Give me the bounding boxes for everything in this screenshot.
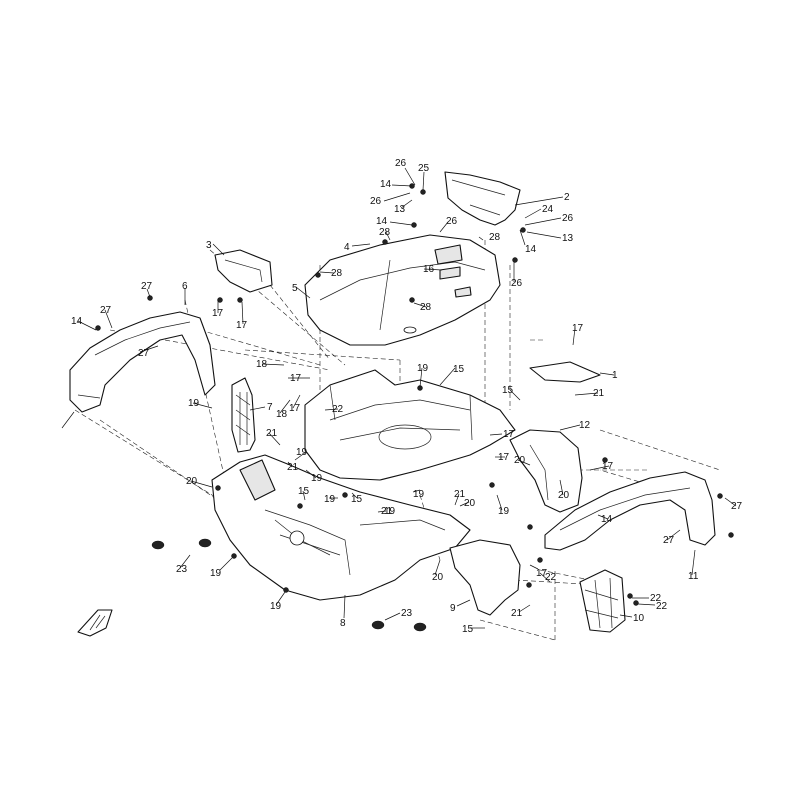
callout-17-i: 17 <box>536 568 548 579</box>
callout-17-g: 17 <box>602 461 614 472</box>
callout-20-c: 20 <box>186 476 198 487</box>
callout-20-e: 20 <box>432 572 444 583</box>
callout-17-a: 17 <box>212 308 224 319</box>
callout-26-c: 26 <box>562 213 574 224</box>
callout-4: 4 <box>344 242 350 253</box>
callout-17-d: 17 <box>290 373 302 384</box>
callout-22-a: 22 <box>332 404 344 415</box>
callout-27-b: 27 <box>100 305 112 316</box>
callout-8: 8 <box>340 618 346 629</box>
callout-14-a: 14 <box>380 179 392 190</box>
callout-3: 3 <box>206 240 212 251</box>
part-main-body-frame <box>304 369 516 481</box>
callout-27-d: 27 <box>731 501 743 512</box>
callout-17-c: 17 <box>572 323 584 334</box>
callout-1: 1 <box>612 370 618 381</box>
callout-23-a: 23 <box>176 564 188 575</box>
callout-19-d: 19 <box>311 473 323 484</box>
callout-21-d: 21 <box>454 489 466 500</box>
callout-19-a: 19 <box>417 363 429 374</box>
callout-15-a: 15 <box>453 364 465 375</box>
callout-13-a: 13 <box>394 204 406 215</box>
callout-27-c: 27 <box>138 348 150 359</box>
callout-10: 10 <box>633 613 645 624</box>
callout-7: 7 <box>267 402 273 413</box>
callout-21-b: 21 <box>266 428 278 439</box>
callout-18-a: 18 <box>256 359 268 370</box>
callout-15-b: 15 <box>502 385 514 396</box>
hardware-fasteners <box>95 183 734 606</box>
callout-19-c: 19 <box>296 447 308 458</box>
callout-24: 24 <box>542 204 554 215</box>
callout-28-c: 28 <box>331 268 343 279</box>
callout-17-h: 17 <box>498 452 510 463</box>
part-11-right-fender <box>544 471 716 551</box>
part-12-right-inner-fender <box>509 429 583 513</box>
callout-19-i: 19 <box>210 568 222 579</box>
callout-21-a: 21 <box>593 388 605 399</box>
part-9-lower-panel <box>449 539 521 616</box>
callout-19-h: 19 <box>384 506 396 517</box>
callout-16: 16 <box>423 264 435 275</box>
callout-20-b: 20 <box>558 490 570 501</box>
callout-25: 25 <box>418 163 430 174</box>
callout-15-c: 15 <box>298 486 310 497</box>
callout-19-j: 19 <box>270 601 282 612</box>
callout-22-c: 22 <box>650 593 662 604</box>
callout-26-e: 26 <box>511 278 523 289</box>
callout-19-b: 19 <box>188 398 200 409</box>
callout-14-e: 14 <box>601 514 613 525</box>
part-8-front-nose <box>211 454 471 601</box>
callout-28-d: 28 <box>420 302 432 313</box>
callout-19-f: 19 <box>324 494 336 505</box>
callout-21-c: 21 <box>287 462 299 473</box>
callout-12: 12 <box>579 420 591 431</box>
callout-13-b: 13 <box>562 233 574 244</box>
part-3-bracket <box>214 249 273 293</box>
callout-18-b: 18 <box>276 409 288 420</box>
callout-27-a: 27 <box>141 281 153 292</box>
callout-22-d: 22 <box>656 601 668 612</box>
callout-26-d: 26 <box>446 216 458 227</box>
callout-19-g: 19 <box>498 506 510 517</box>
part-5-center-cover <box>304 234 501 346</box>
callout-17-f: 17 <box>503 429 515 440</box>
callout-11: 11 <box>688 571 699 582</box>
callout-27-e: 27 <box>663 535 675 546</box>
part-2-rear-cover <box>444 171 521 226</box>
callout-15-e: 15 <box>462 624 474 635</box>
callout-9: 9 <box>450 603 456 614</box>
part-10-right-mud-flap <box>579 569 626 633</box>
callout-20-d: 20 <box>464 498 476 509</box>
callout-17-e: 17 <box>289 403 301 414</box>
part-6-left-fender <box>69 311 216 413</box>
callout-14-c: 14 <box>525 244 537 255</box>
callout-5: 5 <box>292 283 298 294</box>
callout-28-b: 28 <box>489 232 501 243</box>
callout-21-e: 21 <box>381 506 393 517</box>
callout-6: 6 <box>182 281 188 292</box>
callout-15-d: 15 <box>351 494 363 505</box>
callout-21-f: 21 <box>511 608 523 619</box>
callout-28-a: 28 <box>379 227 391 238</box>
callout-23-b: 23 <box>401 608 413 619</box>
callout-2: 2 <box>564 192 570 203</box>
callout-17-b: 17 <box>236 320 248 331</box>
part-7-left-mud-flap <box>231 377 256 453</box>
callout-14-d: 14 <box>71 316 83 327</box>
callout-26-a: 26 <box>395 158 407 169</box>
part-1-plate <box>529 361 601 383</box>
callout-19-e: 19 <box>413 489 425 500</box>
callout-20-a: 20 <box>514 455 526 466</box>
callout-22-b: 22 <box>545 572 557 583</box>
callout-26-b: 26 <box>370 196 382 207</box>
callout-14-b: 14 <box>376 216 388 227</box>
leader-lines <box>61 167 737 629</box>
part-23-grommets <box>151 538 427 632</box>
front-direction-arrow-icon <box>77 609 113 637</box>
callout-labels: 26 25 14 26 13 2 24 26 14 26 28 4 28 14 … <box>71 158 743 635</box>
